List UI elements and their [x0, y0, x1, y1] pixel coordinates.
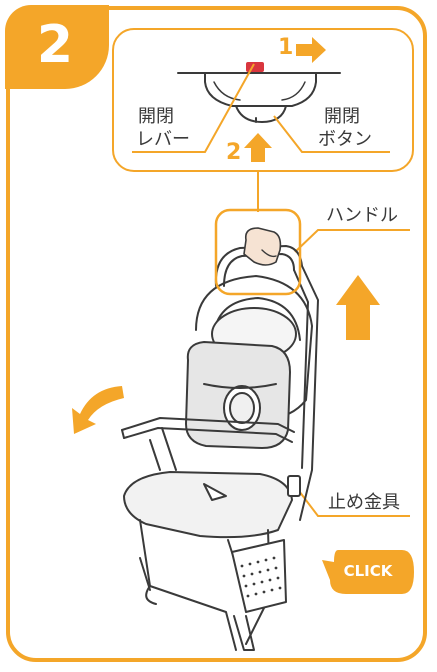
arrow1-number: 1 — [278, 35, 294, 60]
arrow-rotate-left-icon — [72, 386, 124, 434]
lever-red-part — [246, 62, 264, 72]
lever-label-line2: レバー — [136, 129, 190, 150]
handle-leader-line — [294, 229, 410, 253]
arrow-right-icon — [296, 37, 326, 63]
arrow-up-small-icon — [244, 133, 272, 162]
basket-mesh — [240, 556, 282, 598]
detail-callout — [112, 28, 414, 172]
button-label-line2: ボタン — [318, 129, 372, 150]
arrow-up-large-icon — [336, 275, 380, 340]
handle-label: ハンドル — [326, 205, 398, 226]
lever-leader-line — [132, 63, 255, 153]
outer-frame — [6, 6, 427, 662]
stopper-leader-line — [295, 486, 410, 517]
step-number: 2 — [36, 15, 74, 75]
folded-stroller — [121, 227, 319, 651]
click-badge-shape — [322, 550, 414, 594]
button-label-line1: 開閉 — [324, 106, 360, 127]
click-label: CLICK — [343, 562, 393, 580]
handle-detail-diagram — [177, 72, 341, 123]
button-leader-line — [273, 115, 390, 153]
lever-label-line1: 開閉 — [138, 106, 174, 127]
arrow2-number: 2 — [226, 140, 242, 165]
step-badge: 2 — [5, 5, 109, 89]
stopper-label: 止め金具 — [328, 492, 400, 513]
handle-highlight-box — [214, 208, 302, 296]
